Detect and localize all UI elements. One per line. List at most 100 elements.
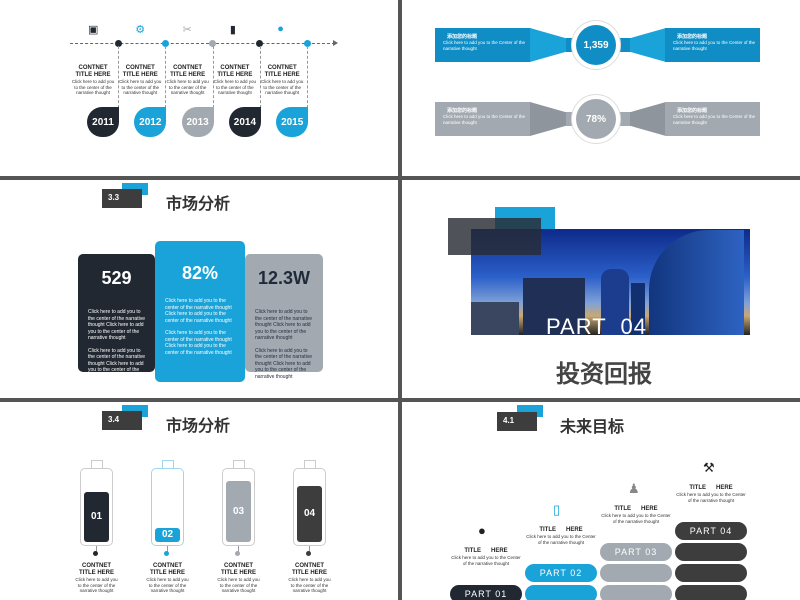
battery-dot — [93, 551, 98, 556]
item-text: Click here to add you to the center of t… — [71, 79, 115, 95]
timeline-line — [70, 43, 335, 44]
text-label: TITLE HERE — [220, 570, 256, 576]
timeline-dot — [256, 40, 264, 47]
part-label: PART 04 — [546, 314, 647, 339]
text-label: CONTNET — [224, 563, 253, 569]
year-badge: 2011 — [87, 107, 119, 137]
text-label: Click here to add you to the Center of t… — [451, 555, 521, 566]
connector — [212, 46, 214, 108]
text-label: TITLE HERE — [614, 506, 658, 512]
connector — [259, 46, 261, 108]
text-label: Click here to add you to the Center of t… — [443, 40, 526, 51]
text-label: Click here to add you to the Center of t… — [673, 114, 756, 125]
item-text: Click here to add you to the center of t… — [166, 79, 209, 95]
text-label: Click here to add you to the Center of t… — [676, 492, 746, 503]
connector — [307, 46, 309, 108]
slide-title: 未来目标 — [560, 419, 625, 436]
text-label: TITLE HERE — [689, 485, 733, 491]
item-title: CONTNET — [220, 65, 250, 71]
item-text: Click here to add you to the center of t… — [213, 79, 257, 95]
connector — [118, 46, 119, 108]
battery-dot — [164, 551, 169, 556]
year-badge: 2015 — [276, 107, 309, 137]
text-label: TITLE HERE — [149, 570, 185, 576]
step-pill — [600, 564, 672, 582]
slide-market-analysis-cards[interactable]: 3.3 市场分析 529 Click here to add you to th… — [0, 180, 398, 398]
card-text: Click here to add you to the center of t… — [88, 347, 145, 380]
stat-card: 82% Click here to add you to the center … — [155, 241, 245, 382]
section-badge: 4.1 — [497, 412, 537, 431]
item-title: CONTNET — [125, 65, 155, 71]
text-label: 添加您的标题 — [677, 34, 708, 40]
timeline-dot — [303, 40, 311, 47]
text-label: TITLE HERE — [464, 548, 508, 554]
battery-gauge: 03 — [222, 460, 255, 546]
text-label: Click here to add you to the Center of t… — [601, 513, 671, 524]
item-title: CONTNET — [78, 65, 108, 71]
text-label: Click here to add you to the center of t… — [288, 577, 331, 593]
step-pill — [675, 585, 747, 600]
step-pill — [675, 564, 747, 582]
part-pill: PART 02 — [525, 564, 597, 582]
item-title: TITLE HERE — [170, 72, 206, 78]
card-text: Click here to add you to the center of t… — [255, 347, 312, 380]
text-label: PART 03 — [614, 547, 658, 557]
text-label: Click here to add you to the center of t… — [146, 577, 189, 593]
arrow-head-icon — [333, 40, 338, 46]
item-title: TITLE HERE — [217, 72, 253, 78]
text-label: 添加您的标题 — [677, 108, 708, 114]
item-title: TITLE HERE — [264, 72, 300, 78]
section-badge: 3.3 — [102, 189, 142, 208]
text-label: Click here to add you to the center of t… — [217, 577, 260, 593]
gears-icon: ⚙ — [135, 24, 146, 36]
text-label: TITLE HERE — [539, 527, 583, 533]
timeline-dot — [114, 40, 122, 47]
section-title: 投资回报 — [556, 361, 652, 388]
tools-icon: ✂ — [182, 24, 192, 36]
stat-circle: 1,359 — [571, 20, 621, 70]
slide-part-04[interactable]: PART 04 投资回报 — [402, 180, 800, 398]
year-badge: 2012 — [134, 107, 167, 137]
battery-dot — [306, 551, 311, 556]
battery-gauge: 02 — [151, 460, 184, 546]
battery-label: 02 — [155, 527, 180, 542]
wrench-gear-icon: ⚒ — [703, 460, 715, 475]
item-text: Click here to add you to the center of t… — [119, 79, 162, 95]
text-label: PART 01 — [464, 589, 508, 599]
stat-value: 78% — [576, 99, 616, 139]
timeline-item-text: CONTNET TITLE HERE Click here to add you… — [118, 65, 162, 96]
card-value: 82% — [181, 263, 219, 283]
slide-timeline[interactable]: ▣ CONTNET TITLE HERE Click here to add y… — [0, 0, 398, 176]
part-pill: PART 01 — [450, 585, 522, 600]
card-text: Click here to add you to the center of t… — [165, 330, 232, 356]
part-pill: PART 03 — [600, 543, 672, 561]
stat-card: 12.3W Click here to add you to the cente… — [245, 254, 323, 380]
battery-label: 04 — [297, 485, 322, 542]
stat-value: 1,359 — [576, 25, 616, 65]
text-label: CONTNET — [153, 563, 182, 569]
battery-label: 01 — [84, 491, 109, 542]
card-text: Click here to add you to the center of t… — [255, 309, 312, 341]
card-text: Click here to add you to the center of t… — [88, 309, 145, 341]
head-idea-icon: ● — [277, 23, 284, 35]
battery-dot — [235, 551, 240, 556]
timeline-item-text: CONTNET TITLE HERE Click here to add you… — [71, 65, 115, 96]
timeline-item-text: CONTNET TITLE HERE Click here to add you… — [213, 65, 257, 96]
stat-card: 529 Click here to add you to the center … — [78, 254, 155, 380]
battery-label: 03 — [226, 480, 251, 542]
accent-gray-rect — [448, 218, 541, 255]
slide-title: 市场分析 — [166, 418, 231, 435]
battery-gauge: 01 — [80, 460, 113, 546]
text-label: Click here to add you to the center of t… — [75, 577, 118, 593]
timeline-dot — [161, 40, 169, 47]
text-label: PART 04 — [689, 526, 733, 536]
